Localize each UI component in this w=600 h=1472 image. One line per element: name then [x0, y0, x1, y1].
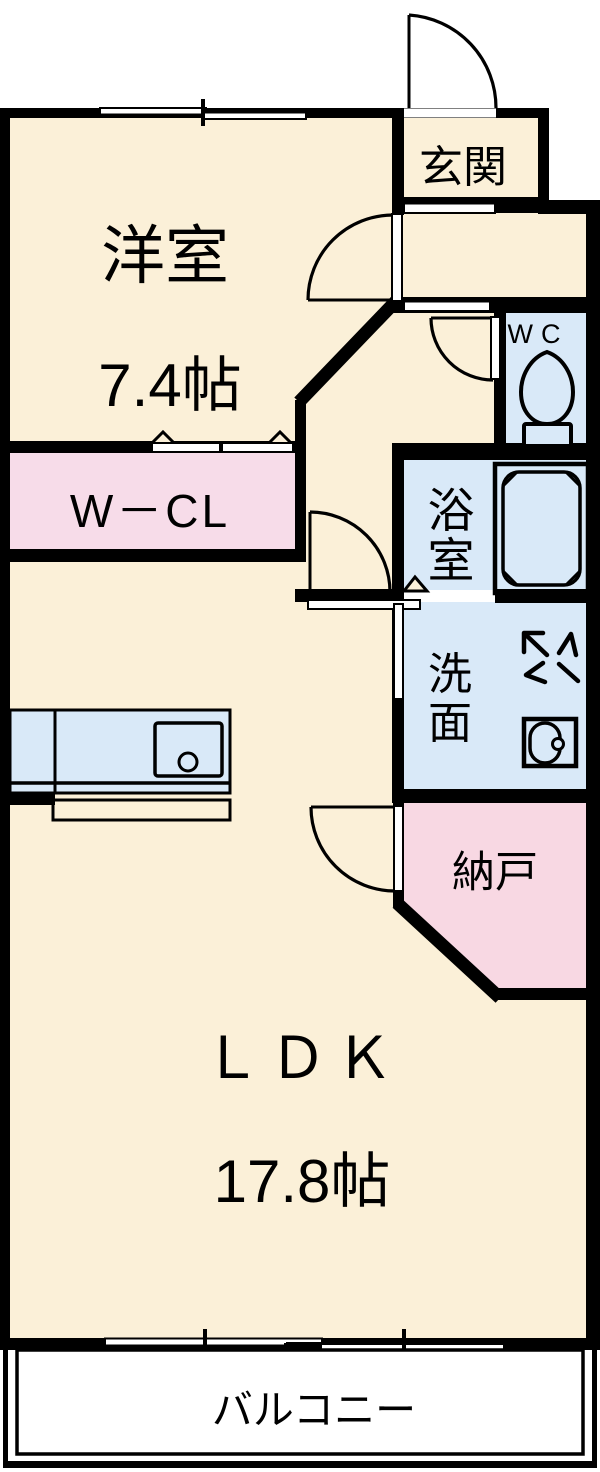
wall-washroom-storage	[392, 789, 600, 803]
wall-diagonal-hall	[294, 294, 403, 407]
entrance-step	[403, 202, 496, 214]
kitchen-lower-cabinet	[51, 798, 232, 822]
wall-kitchen-stub	[0, 792, 55, 805]
faucet-icon	[177, 751, 199, 773]
balcony-rail-right	[592, 1350, 597, 1468]
window-western-room	[99, 99, 307, 126]
entrance-door-gap	[404, 108, 496, 118]
wall-storage-bottom	[493, 988, 600, 1000]
door-leaf	[391, 213, 403, 302]
balcony-floor	[15, 1348, 585, 1456]
washroom-door-leaf	[393, 603, 404, 700]
balcony-rail-left	[3, 1350, 8, 1468]
toilet-icon	[518, 349, 576, 448]
wall-openings	[307, 108, 496, 700]
storage-door-swing	[309, 805, 404, 893]
toilet-door-swing	[429, 316, 501, 382]
closet-track-divider	[219, 442, 223, 453]
balcony	[3, 1348, 597, 1468]
ldk-sliding-track	[307, 599, 421, 610]
walk-in-closet-fill	[8, 450, 298, 553]
sink-icon	[153, 721, 224, 778]
washroom-label-1: 洗	[428, 650, 472, 699]
balcony-label: バルコニー	[212, 1387, 416, 1433]
wall-corridor-bottom	[295, 589, 405, 602]
ldk-area: 17.8帖	[214, 1148, 391, 1215]
bathtub-icon	[492, 461, 591, 596]
folding-door-markers	[147, 429, 431, 593]
kitchen-counter	[8, 708, 232, 822]
wall-wcl-right	[295, 400, 306, 562]
window-overlap	[286, 1342, 322, 1351]
unit-floor	[4, 110, 596, 1346]
bathroom-label-2: 室	[428, 534, 475, 587]
wall-step-out	[538, 200, 600, 214]
storage-room-label: 納戸	[452, 849, 538, 897]
hall-opening	[403, 300, 491, 312]
washroom-label-2: 面	[428, 699, 472, 748]
fold-arrows-icon	[521, 630, 581, 685]
door-leaf	[393, 805, 404, 892]
toilet-label: WC	[508, 319, 569, 349]
bath-door-gap	[404, 590, 495, 602]
entrance-label: 玄関	[419, 143, 507, 192]
window-pane	[99, 107, 207, 116]
walk-in-closet-label: W－CL	[70, 485, 230, 537]
western-room-door-swing	[306, 213, 403, 302]
western-room-area: 7.4帖	[98, 352, 241, 419]
wall-diagonal-storage	[392, 898, 505, 1003]
wall-entrance-left	[392, 108, 404, 215]
wall-bath-left	[392, 450, 404, 603]
washing-machine-icon	[521, 716, 579, 769]
wall-entrance-right	[538, 108, 549, 210]
ldk-door-swing	[308, 510, 392, 593]
door-leaf	[490, 316, 501, 380]
wall-left	[0, 108, 10, 1350]
ldk-label: ＬＤＫ	[203, 1026, 401, 1091]
window-pane	[201, 111, 307, 120]
wall-right	[586, 200, 600, 1350]
bath-fold-marker	[400, 574, 431, 593]
western-room-label: 洋室	[101, 220, 229, 292]
bathroom-label-1: 浴	[428, 484, 475, 537]
wall-wcl-bottom	[0, 549, 306, 562]
balcony-rail-bottom	[3, 1461, 597, 1468]
entrance-door-swing	[407, 13, 498, 109]
